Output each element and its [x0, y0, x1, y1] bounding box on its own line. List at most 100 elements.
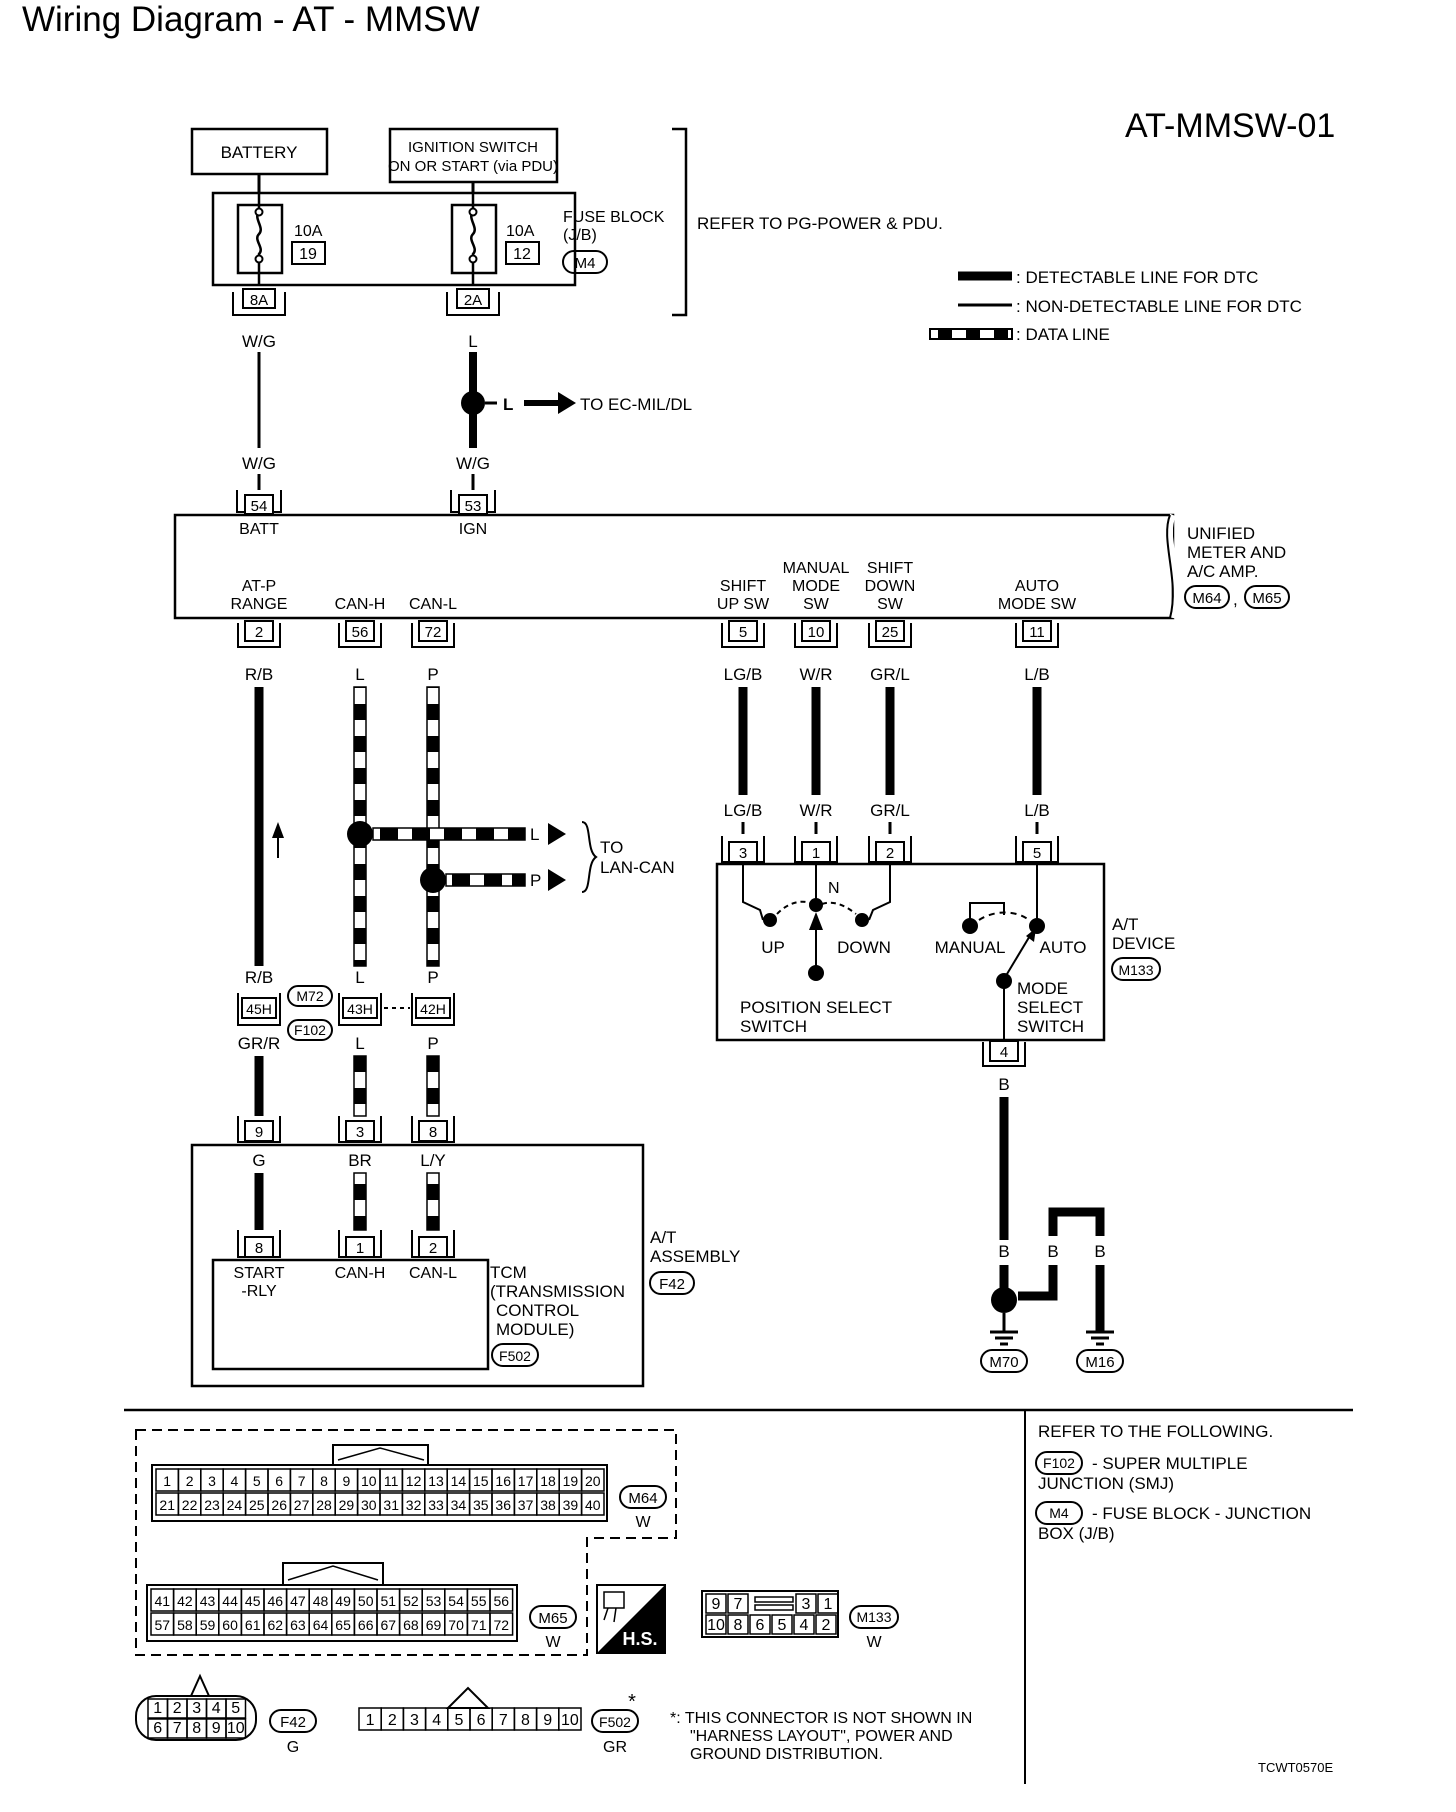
joint-pin-45h-label: 45H [246, 1001, 272, 1017]
wire-b-ground1: B [998, 1242, 1009, 1261]
to-lan-can-2: LAN-CAN [600, 858, 675, 877]
meter-atp-range-2: RANGE [231, 596, 288, 613]
connector-pin-number: 28 [316, 1497, 332, 1513]
at-device-pin-3-label: 3 [739, 845, 747, 862]
legend-non-detectable: : NON-DETECTABLE LINE FOR DTC [1016, 297, 1302, 316]
splice-can-l [420, 867, 446, 893]
connector-f42-label: F42 [280, 1714, 306, 1731]
tcm-pin-8-label: 8 [255, 1240, 263, 1257]
connector-pin-number: 36 [495, 1497, 511, 1513]
connector-cavity [817, 1593, 839, 1614]
connector-pin-number: 7 [499, 1712, 508, 1729]
meter-connector-m64-label: M64 [1192, 590, 1221, 607]
hs-label: H.S. [622, 1629, 657, 1649]
note-line-2: "HARNESS LAYOUT", POWER AND [690, 1728, 953, 1745]
fuse-19-number: 19 [299, 246, 317, 263]
wire-grl-bottom: GR/L [870, 801, 910, 820]
connector-m65-color: W [545, 1634, 561, 1651]
switch-up: UP [761, 938, 785, 957]
joint-pin-42h-label: 42H [420, 1001, 446, 1017]
at-device-pin-1: 1 [794, 836, 838, 863]
connector-m64-tag: M64 W [619, 1485, 667, 1531]
connector-pin-number: 8 [521, 1712, 530, 1729]
joint-pin-45h: 45H [237, 993, 281, 1026]
wire-l-can-top: L [355, 665, 364, 684]
connector-pin-number: 41 [155, 1593, 171, 1609]
meter-can-l: CAN-L [409, 596, 457, 613]
ground-splice [991, 1287, 1017, 1313]
connector-pin-number: 38 [540, 1497, 556, 1513]
unified-meter-box [173, 513, 1180, 620]
connector-pin-number: 3 [208, 1473, 216, 1489]
ground-m16: M16 [1076, 1330, 1124, 1373]
switch-down: DOWN [837, 938, 891, 957]
connector-pin-number: 27 [294, 1497, 310, 1513]
at-assembly-name-1: A/T [650, 1228, 676, 1247]
wire-l-joint: L [355, 968, 364, 987]
tcm-name-2: (TRANSMISSION [490, 1282, 625, 1301]
connector-f502-tag: F502 * GR [591, 1691, 639, 1756]
wire-b-ground2: B [1047, 1242, 1058, 1261]
connector-pin-number: 15 [473, 1473, 489, 1489]
connector-pin-number: 67 [381, 1617, 397, 1633]
at-assembly-connector-tag: F42 [649, 1271, 695, 1295]
at-device-pin-5-label: 5 [1033, 845, 1041, 862]
tcm-connector-label: F502 [499, 1348, 531, 1364]
connector-pin-number: 19 [563, 1473, 579, 1489]
connector-pin-number: 1 [163, 1473, 171, 1489]
position-select-switch-1: POSITION SELECT [740, 998, 892, 1017]
connector-pin-number: 3 [802, 1596, 811, 1613]
connector-pin-number: 58 [177, 1617, 193, 1633]
connector-pin-number: 65 [335, 1617, 351, 1633]
tcm-can-l: CAN-L [409, 1265, 457, 1282]
connector-pin-number: 62 [268, 1617, 284, 1633]
connector-pin-number: 53 [426, 1593, 442, 1609]
wire-b-device: B [998, 1075, 1009, 1094]
meter-pin-54: 54 [236, 490, 282, 515]
connector-pin-number: 10 [227, 1720, 245, 1737]
legend-data-line: : DATA LINE [1016, 325, 1110, 344]
connector-cavity [795, 1593, 817, 1614]
connector-pin-number: 2 [186, 1473, 194, 1489]
at-assembly-pin-8-label: 8 [429, 1124, 437, 1141]
connector-pin-number: 52 [403, 1593, 419, 1609]
meter-pin-72-label: 72 [425, 624, 442, 641]
at-device-pin-2: 2 [868, 836, 912, 863]
ground-m70: M70 [980, 1330, 1028, 1373]
mode-select-switch-1: MODE [1017, 979, 1068, 998]
connector-pin-number: 5 [231, 1700, 240, 1717]
ignition-label-1: IGNITION SWITCH [408, 139, 538, 156]
joint-connector-f102-label: F102 [294, 1022, 326, 1038]
connector-pin-number: 55 [471, 1593, 487, 1609]
meter-pin-25-label: 25 [882, 624, 899, 641]
connector-pin-number: 9 [212, 1720, 221, 1737]
connector-pin-number: 46 [268, 1593, 284, 1609]
meter-pin-72: 72 [411, 620, 455, 648]
battery-box: BATTERY [190, 127, 329, 176]
meter-pin-5: 5 [721, 620, 765, 648]
legend: : DETECTABLE LINE FOR DTC : NON-DETECTAB… [929, 268, 1302, 344]
tcm-pin-2: 2 [411, 1230, 455, 1258]
connector-pin-number: 8 [734, 1617, 743, 1634]
meter-pin-56: 56 [338, 620, 382, 648]
wire-p-lan: P [530, 871, 541, 890]
joint-connector-f102: F102 [287, 1019, 333, 1041]
connector-pin-number: 47 [290, 1593, 306, 1609]
can-l-branch [445, 873, 526, 887]
tcm-pin-1: 1 [338, 1230, 382, 1258]
connector-pin-number: 56 [494, 1593, 510, 1609]
ignition-switch-box: IGNITION SWITCH ON OR START (via PDU) [388, 127, 559, 184]
meter-name-2: METER AND [1187, 543, 1286, 562]
meter-pin-11-label: 11 [1029, 624, 1045, 641]
connector-pin-number: 69 [426, 1617, 442, 1633]
meter-connector-m65-label: M65 [1252, 590, 1281, 607]
at-assembly-name-2: ASSEMBLY [650, 1247, 740, 1266]
connector-pin-number: 21 [159, 1497, 175, 1513]
connector-pin-number: 1 [824, 1596, 833, 1613]
connector-pin-number: 32 [406, 1497, 422, 1513]
connector-pin-number: 1 [366, 1712, 375, 1729]
meter-shift-down-2: DOWN [865, 578, 916, 595]
to-lan-can-1: TO [600, 838, 623, 857]
refer-f102-1: - SUPER MULTIPLE [1092, 1454, 1248, 1473]
